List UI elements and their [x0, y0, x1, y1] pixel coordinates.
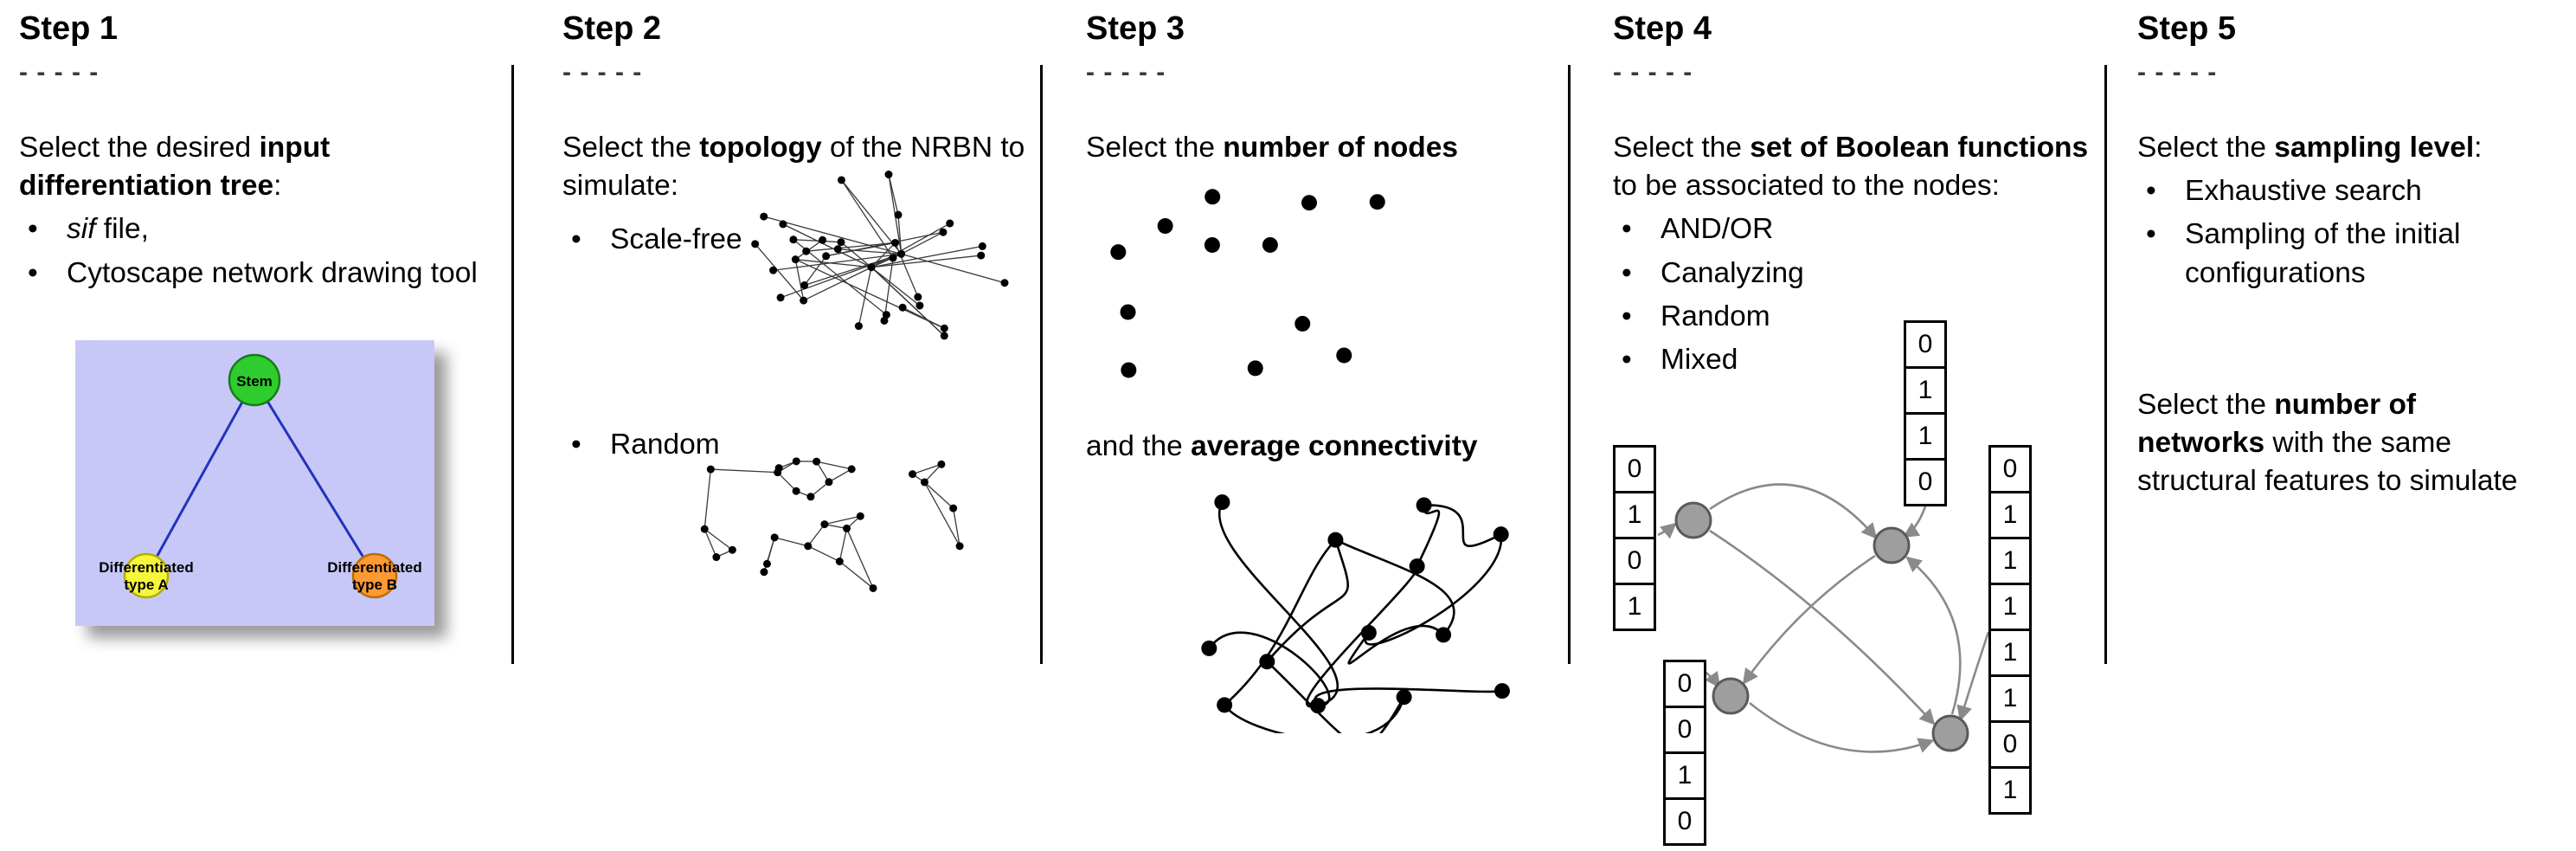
edge-nodeC-to-nodeD — [1749, 701, 1935, 753]
differentiation-tree-svg: Stem Differentiated type A Differentiate… — [99, 353, 422, 599]
bullet-icon: • — [28, 256, 38, 289]
scattered-nodes-image — [1110, 189, 1385, 378]
step1-intro: Select the desired input differentiation… — [19, 132, 331, 203]
step2-bullet-random: • Random — [562, 426, 1025, 464]
bool-cell: 1 — [1988, 674, 2032, 723]
bool-cell: 0 — [1904, 458, 1947, 506]
boolean-node-d — [1931, 714, 1969, 752]
type-b-label-line1: Differentiated — [327, 559, 422, 576]
step2-bullet-scale-free: • Scale-free — [562, 221, 1025, 259]
bullet-icon: • — [2146, 218, 2156, 251]
bool-cell: 1 — [1988, 491, 2032, 539]
bullet-icon: • — [571, 223, 581, 256]
type-a-label-line2: type A — [124, 577, 168, 593]
step4-intro: Select the set of Boolean functions to b… — [1613, 132, 2089, 203]
step5-networks-text: Select the number of networks with the s… — [2137, 388, 2518, 498]
bool-cell: 1 — [1988, 583, 2032, 631]
step5-sampling-text: Select the sampling level: — [2137, 132, 2483, 164]
connectivity-network-image — [1201, 494, 1510, 734]
step3-title: Step 3 — [1086, 10, 1185, 47]
bullet-icon: • — [28, 213, 38, 246]
bool-cell: 1 — [1663, 751, 1706, 800]
truth-table-right: 0 1 1 1 1 1 0 1 — [1988, 445, 2032, 815]
step3-dashes: - - - - - — [1086, 58, 1166, 87]
step5-dashes: - - - - - — [2137, 58, 2218, 87]
bullet-icon: • — [2146, 175, 2156, 208]
step2-dashes: - - - - - — [562, 58, 643, 87]
step5-title: Step 5 — [2137, 10, 2237, 47]
column-divider-1 — [511, 65, 514, 664]
type-a-label-line1: Differentiated — [99, 559, 194, 576]
bullet-icon: • — [1622, 300, 1632, 332]
bool-cell: 0 — [1904, 320, 1947, 369]
bool-cell: 1 — [1988, 629, 2032, 677]
stem-node — [228, 353, 281, 407]
edge-nodeD-to-nodeB — [1905, 556, 1962, 715]
bool-cell: 0 — [1613, 537, 1656, 585]
edge-nodeB-to-nodeC — [1742, 554, 1876, 685]
bool-cell: 0 — [1988, 445, 2032, 493]
boolean-node-a — [1674, 501, 1712, 539]
step2-column: Step 2 - - - - - Select the topology of … — [562, 10, 1025, 841]
bool-cell: 0 — [1663, 797, 1706, 846]
truth-table-left: 0 1 0 1 — [1613, 445, 1656, 631]
column-divider-4 — [2104, 65, 2107, 664]
bool-cell: 0 — [1613, 445, 1656, 493]
step5-bullet-sampling: • Sampling of the initial configurations — [2137, 216, 2574, 292]
bullet-icon: • — [1622, 213, 1632, 246]
step2-intro: Select the topology of the NRBN to simul… — [562, 132, 1025, 203]
step1-title: Step 1 — [19, 10, 119, 47]
step3-column: Step 3 - - - - - Select the number of no… — [1086, 10, 1571, 734]
step4-bullet-random: • Random — [1613, 298, 2099, 336]
bool-cell: 1 — [1613, 491, 1656, 539]
scale-free-network-image — [751, 171, 1009, 340]
bool-cell: 1 — [1904, 366, 1947, 415]
boolean-node-c — [1712, 677, 1750, 715]
bool-cell: 0 — [1988, 720, 2032, 769]
step3-connectivity-text: and the average connectivity — [1086, 430, 1478, 463]
bullet-icon: • — [571, 428, 581, 461]
step4-bullet-canalyzing: • Canalyzing — [1613, 255, 2099, 293]
step4-column: Step 4 - - - - - Select the set of Boole… — [1613, 10, 2099, 846]
bool-cell: 0 — [1663, 706, 1706, 754]
bool-cell: 0 — [1663, 660, 1706, 708]
step4-bullet-andor: • AND/OR — [1613, 210, 2099, 248]
step4-title: Step 4 — [1613, 10, 1712, 47]
edge-toptable-to-nodeB — [1902, 506, 1927, 538]
column-divider-3 — [1568, 65, 1571, 664]
step4-bullet-mixed: • Mixed — [1613, 341, 2099, 379]
type-b-node — [351, 552, 398, 599]
step2-title: Step 2 — [562, 10, 662, 47]
boolean-node-b — [1873, 526, 1911, 564]
step5-bullet-exhaustive: • Exhaustive search — [2137, 172, 2574, 210]
step1-dashes: - - - - - — [19, 58, 100, 87]
step1-bullet-cytoscape: • Cytoscape network drawing tool — [19, 255, 508, 293]
bool-cell: 1 — [1904, 412, 1947, 461]
bool-cell: 1 — [1613, 583, 1656, 631]
differentiation-tree-image: Stem Differentiated type A Differentiate… — [75, 339, 434, 626]
truth-table-top: 0 1 1 0 — [1904, 320, 1947, 506]
step1-bullet-sif-file: • sif file, — [19, 210, 508, 248]
bullet-icon: • — [1622, 256, 1632, 289]
truth-table-bottom: 0 0 1 0 — [1663, 660, 1706, 846]
bool-cell: 1 — [1988, 537, 2032, 585]
tree-edge — [145, 379, 256, 577]
step4-dashes: - - - - - — [1613, 58, 1693, 87]
random-network-image — [700, 457, 964, 592]
edge-nodeA-to-nodeD — [1709, 529, 1936, 725]
edge-righttable-to-nodeD — [1956, 631, 1990, 722]
bullet-icon: • — [1622, 344, 1632, 377]
step1-column: Step 1 - - - - - Select the desired inpu… — [19, 10, 508, 626]
tree-edge — [253, 379, 376, 577]
step3-nodes-text: Select the number of nodes — [1086, 132, 1459, 164]
step5-column: Step 5 - - - - - Select the sampling lev… — [2137, 10, 2574, 501]
type-b-label-line2: type B — [352, 577, 397, 593]
bool-cell: 1 — [1988, 766, 2032, 815]
column-divider-2 — [1040, 65, 1043, 664]
edge-nodeA-to-nodeB — [1709, 483, 1878, 539]
edge-lefttable-to-nodeA — [1657, 522, 1677, 539]
stem-label: Stem — [236, 373, 273, 390]
type-a-node — [123, 552, 170, 599]
